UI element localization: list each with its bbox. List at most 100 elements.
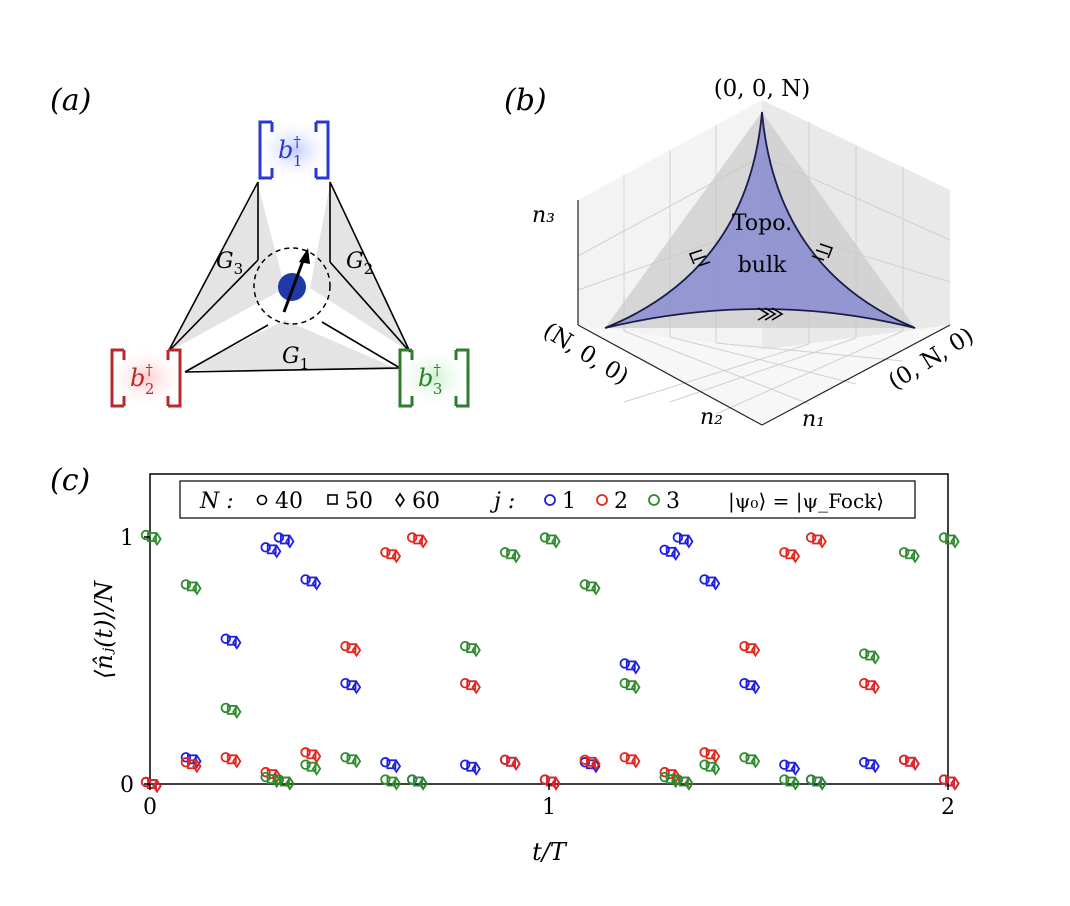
data-point-j3-circle: [898, 547, 910, 558]
data-point-j2-circle: [699, 747, 710, 758]
axis-lines: [577, 200, 951, 426]
y-axis-label: ⟨n̂ⱼ(t)⟩/N: [90, 580, 118, 679]
coupling-region-g1: [185, 320, 400, 370]
data-point-j3-square: [705, 761, 716, 772]
data-point-j2-diamond: [790, 549, 801, 564]
region-label-line1: Topo.: [732, 211, 792, 236]
y-tick-label: 1: [120, 526, 134, 551]
legend-j-1: 1: [562, 489, 576, 514]
data-point-j3-square: [625, 680, 636, 691]
data-point-j1-circle: [859, 757, 870, 768]
data-point-j2-square: [745, 643, 756, 654]
data-point-j2-circle: [260, 766, 271, 778]
data-point-j3-diamond: [351, 754, 362, 769]
data-point-j3-circle: [300, 759, 311, 770]
data-point-j3-diamond: [511, 549, 521, 564]
data-point-j2-diamond: [511, 756, 521, 771]
data-point-j1-diamond: [684, 534, 694, 549]
data-point-j2-circle: [779, 547, 790, 558]
panel-b: (b): [504, 76, 979, 432]
data-point-j1-circle: [220, 633, 232, 644]
data-point-j2-diamond: [391, 549, 402, 564]
x-tick-label: 1: [542, 795, 556, 820]
data-point-j2-diamond: [551, 776, 561, 791]
coupling-label-g1: G1: [282, 344, 309, 373]
data-point-j1-diamond: [471, 761, 481, 776]
data-point-j3-square: [186, 581, 197, 592]
cavity-mirror-right: [454, 348, 470, 408]
data-point-j3-diamond: [471, 643, 481, 658]
data-point-j1-circle: [300, 574, 311, 585]
data-point-j1-square: [266, 544, 277, 555]
data-point-j2-circle: [180, 757, 192, 768]
legend-initial-state: |ψ₀⟩ = |ψ_Fock⟩: [728, 489, 884, 514]
coupling-region-g2: [310, 185, 410, 352]
data-point-j3-circle: [499, 547, 511, 558]
data-point-j1-diamond: [232, 635, 242, 650]
data-point-j2-circle: [938, 774, 950, 785]
data-point-j3-square: [865, 650, 876, 661]
plot-frame: [149, 473, 949, 785]
legend: N : 40 50 60 j : 1 2 3 |ψ₀⟩ = |ψ_Fock⟩: [179, 480, 916, 519]
data-point-j3-circle: [273, 774, 285, 785]
legend-marker-diamond: [395, 492, 405, 508]
data-point-j1-square: [665, 546, 676, 557]
data-point-j1-diamond: [311, 576, 322, 591]
data-point-j2-square: [625, 754, 636, 765]
data-point-j1-circle: [779, 759, 790, 770]
y-tick-label: 0: [120, 773, 134, 798]
cavity-mode-3: b†3: [394, 346, 474, 410]
data-point-j3-diamond: [232, 704, 242, 720]
data-point-j1-circle: [340, 678, 351, 689]
data-point-j3-square: [506, 549, 517, 560]
legend-n-40: 40: [275, 489, 303, 514]
data-point-j1-square: [705, 576, 716, 587]
data-point-j3-circle: [140, 529, 152, 541]
panel-a-label: (a): [50, 83, 91, 118]
data-point-j3-square: [785, 776, 796, 787]
data-point-j1-circle: [180, 752, 192, 763]
data-point-j3-circle: [340, 752, 351, 763]
data-point-j1-diamond: [790, 761, 801, 776]
data-point-j2-diamond: [152, 778, 162, 794]
legend-marker-j1: [544, 494, 556, 506]
data-point-j2-square: [945, 776, 955, 787]
data-point-j3-diamond: [418, 776, 428, 791]
data-point-j1-square: [678, 534, 689, 545]
data-point-j1-diamond: [631, 660, 641, 675]
data-point-j1-circle: [739, 678, 750, 689]
legend-marker-j3: [648, 494, 660, 506]
mode-label-1: b†1: [278, 133, 302, 170]
panel-c: (c) 0 1 2 0 1 t/T ⟨n̂ⱼ(t)⟩/N N : 40 50: [50, 463, 960, 866]
data-point-j3-square: [945, 534, 955, 545]
data-point-j3-square: [386, 776, 397, 787]
coupling-label-g2: G2: [346, 249, 373, 278]
axis-ticks: [144, 536, 949, 790]
data-point-j3-diamond: [285, 776, 295, 791]
panel-b-label: (b): [504, 83, 547, 118]
data-point-j3-square: [905, 549, 915, 560]
data-point-j3-square: [266, 774, 277, 784]
data-point-j2-circle: [340, 640, 351, 652]
region-label-line2: bulk: [738, 253, 787, 278]
data-point-j3-square: [812, 776, 823, 787]
data-point-j1-diamond: [910, 756, 920, 771]
data-point-j2-square: [506, 756, 517, 767]
data-point-j2-square: [586, 756, 596, 767]
data-point-j2-diamond: [950, 776, 960, 791]
data-point-j2-diamond: [631, 754, 641, 769]
coupling-lines: [167, 181, 411, 373]
corner-label-top: (0, 0, N): [714, 76, 811, 102]
data-point-j3-circle: [180, 579, 192, 590]
legend-j-2: 2: [614, 489, 628, 514]
data-point-j2-circle: [805, 532, 817, 543]
data-point-j3-diamond: [950, 534, 960, 549]
data-point-j2-diamond: [311, 749, 322, 764]
data-point-j3-circle: [699, 759, 710, 770]
data-point-j2-diamond: [232, 754, 242, 769]
data-point-j2-square: [665, 769, 676, 780]
data-point-j3-square: [678, 776, 689, 787]
data-point-j2-diamond: [192, 759, 202, 774]
data-point-j2-circle: [140, 776, 152, 788]
data-point-j1-diamond: [351, 680, 362, 695]
